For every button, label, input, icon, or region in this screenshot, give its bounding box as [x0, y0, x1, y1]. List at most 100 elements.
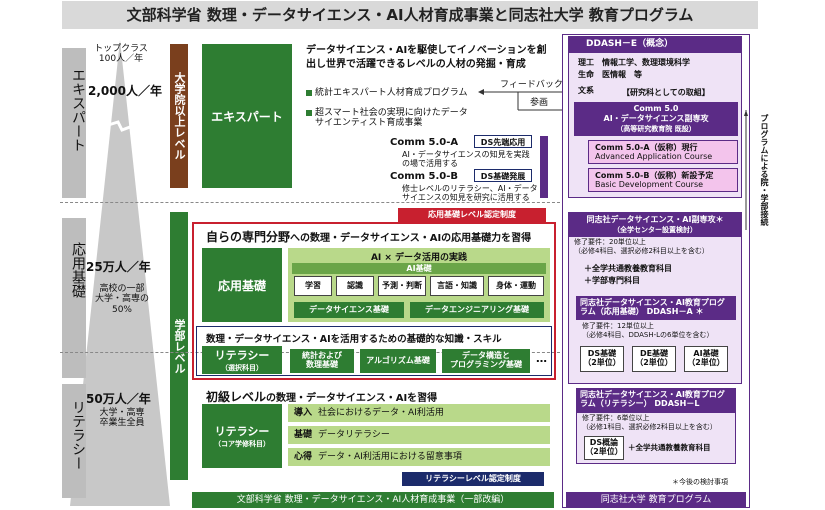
top-class-note: トップクラス 100人／年 — [94, 44, 148, 65]
literacy-box: リテラシー （選択科目） — [202, 346, 282, 374]
literacy-note: 大学・高専 卒業生全員 — [99, 408, 145, 429]
beginner-row-3: 心得データ・AI利活用における留意事項 — [288, 448, 550, 466]
level-literacy-label: リテラシー — [70, 400, 86, 470]
participate-label: 参画 — [530, 98, 549, 108]
app-item: DE基礎 （2単位） — [632, 346, 676, 372]
ddash-e-research: 【研究科としての取組】 — [622, 88, 710, 97]
minor-req-2: （必修4科目、選択必修2科目以上を含む） — [574, 247, 709, 255]
beginner-row-2: 基礎データリテラシー — [288, 426, 550, 444]
feedback-arrows — [478, 89, 562, 111]
expert-item-2: 超スマート社会の実現に向けたデータサイエンティスト育成事業 — [306, 108, 476, 129]
page-title: 文部科学省 数理・データサイエンス・AI人材育成事業と同志社大学 教育プログラム — [62, 1, 758, 29]
lit-prog-title: 同志社データサイエンス・AI教育プログラム（リテラシー） — [580, 390, 725, 409]
ai-item: 言語・知識 — [430, 276, 484, 296]
comm-note: （高等研究教育院 既設） — [616, 125, 696, 133]
row-tag: 基礎 — [294, 429, 313, 440]
literacy-headline: 数理・データサイエンス・AIを活用するための基礎的な知識・スキル — [206, 334, 502, 345]
app-prog-header: 同志社データサイエンス・AI教育プログラム（応用基礎） DDASH－A ＊ — [576, 296, 736, 320]
literacy-count: 50万人／年 — [86, 392, 151, 406]
beginner-box-title: リテラシー — [214, 425, 270, 438]
app-req-1: 修了要件：12単位以上 — [582, 322, 654, 330]
applied-practice-label: AI × データ活用の実践 — [370, 253, 468, 263]
ddash-e-seimei: 生命 医情報 等 — [578, 70, 642, 79]
beginner-headline-rest: の数理・データサイエンス・AIを習得 — [266, 393, 438, 404]
ai-item: 学習 — [294, 276, 332, 296]
row-text: データリテラシー — [318, 429, 390, 440]
level-expert-label: エキスパート — [70, 68, 86, 152]
ds-basics-chip: データサイエンス基礎 — [294, 302, 404, 318]
applied-frame — [192, 222, 556, 380]
de-basics-chip: データエンジニアリング基礎 — [410, 302, 544, 318]
comm-title: Comm 5.0 — [633, 104, 679, 113]
divider-line — [60, 202, 560, 203]
lit-more: … — [536, 352, 547, 365]
applied-headline-rest: への数理・データサイエンス・AIの応用基礎力を習得 — [290, 233, 532, 244]
expert-item-label: 超スマート社会の実現に向けたデータサイエンティスト育成事業 — [315, 108, 468, 129]
comm-b-title: Comm 5.0-B（仮称）新設予定 — [595, 171, 714, 180]
pyramid-graphic — [62, 40, 170, 506]
app-item: DS基礎 （2単位） — [580, 346, 624, 372]
expert-item-label: 統計エキスパート人材育成プログラム — [315, 88, 468, 98]
grad-level-bar: 大学院以上レベル — [170, 44, 188, 188]
connection-arrow — [744, 110, 748, 230]
row-tag: 心得 — [294, 451, 313, 462]
app-prog-title: 同志社データサイエンス・AI教育プログラム（応用基礎） — [580, 298, 725, 317]
undergrad-level-bar: 学部レベル — [170, 212, 188, 480]
bullet-square-icon — [306, 110, 312, 116]
expert-box: エキスパート — [202, 44, 292, 188]
applied-cert-label: 応用基礎レベル認定制度 — [398, 208, 546, 222]
comm-b-desc: 修士レベルのリテラシー、AI・データサイエンスの知見を研究に活用する — [402, 184, 538, 203]
future-note: ＊今後の検討事項 — [672, 478, 728, 486]
comm-sub: AI・データサイエンス副専攻 — [603, 114, 709, 123]
lit-item: ＋全学共通教養教育科目 — [628, 443, 711, 452]
applied-count: 25万人／年 — [86, 260, 151, 274]
comm-a-tag: DS先端応用 — [474, 135, 532, 148]
bullet-square-icon — [306, 89, 312, 96]
expert-item-1: 統計エキスパート人材育成プログラム — [306, 88, 506, 98]
literacy-box-title: リテラシー — [214, 349, 270, 362]
minor-sub: （全学センター設置検討） — [613, 226, 697, 234]
level-applied-label: 応用基礎 — [70, 242, 86, 298]
comm-a-en: Advanced Application Course — [595, 152, 713, 162]
beginner-row-1: 導入社会におけるデータ・AI利活用 — [288, 404, 550, 422]
beginner-headline: 初級レベルの数理・データサイエンス・AIを習得 — [206, 388, 437, 405]
applied-note: 高校の一部 大学・高専の 50% — [94, 284, 149, 315]
connection-label: プログラムによる院・学部接続 — [760, 114, 769, 226]
app-prog-tag: DDASH－A ＊ — [646, 307, 704, 317]
doshisha-column — [562, 34, 750, 508]
lit-req-1: 修了要件：6単位以上 — [582, 414, 650, 422]
minor-header: 同志社データサイエンス・AI副専攻＊ （全学センター設置検討） — [568, 212, 742, 236]
lit-req-2: （必修1科目、選択必修2科目以上を含む） — [582, 423, 717, 431]
comm-b-en: Basic Development Course — [595, 180, 704, 190]
comm-b-label: Comm 5.0-B — [390, 171, 459, 182]
lit-item: データ構造と プログラミング基礎 — [442, 349, 530, 373]
ai-item: 身体・運動 — [488, 276, 544, 296]
ai-item: 認識 — [336, 276, 374, 296]
ai-item: 予測・判断 — [378, 276, 426, 296]
ddash-e-header: DDASH－E（概念） — [568, 36, 742, 52]
row-text: 社会におけるデータ・AI利活用 — [318, 407, 444, 418]
comm-a-title: Comm 5.0-A（仮称）現行 — [595, 143, 698, 152]
ddash-e-rigaku: 理工 情報工学、数理環境科学 — [578, 58, 690, 67]
feedback-label: フィードバック — [500, 80, 563, 90]
minor-item-1: ＋全学共通教養教育科目 — [584, 264, 672, 273]
comm-b-tag: DS基礎発展 — [474, 169, 532, 182]
comm-a-label: Comm 5.0-A — [390, 137, 459, 148]
minor-title: 同志社データサイエンス・AI副専攻＊ — [586, 215, 724, 224]
literacy-box-sub: （選択科目） — [221, 364, 263, 372]
lit-item: 統計および 数理基礎 — [290, 349, 354, 373]
applied-headline: 自らの専門分野への数理・データサイエンス・AIの応用基礎力を習得 — [206, 228, 531, 245]
minor-req-1: 修了要件：20単位以上 — [574, 238, 646, 246]
expert-headline: データサイエンス・AIを駆使してイノベーションを創出し世界で活躍できるレベルの人… — [306, 45, 547, 70]
literacy-frame — [196, 326, 552, 376]
comm-a-desc: AI・データサイエンスの知見を実践の場で活用する — [402, 150, 530, 169]
applied-headline-emph: 自らの専門分野 — [206, 230, 291, 244]
minor-item-2: ＋学部専門科目 — [584, 276, 640, 285]
lit-chip: DS概論 （2単位） — [584, 436, 624, 460]
footer-doshisha: 同志社大学 教育プログラム — [566, 492, 746, 508]
comm-bracket — [540, 136, 548, 198]
beginner-headline-emph: 初級レベル — [206, 390, 267, 404]
